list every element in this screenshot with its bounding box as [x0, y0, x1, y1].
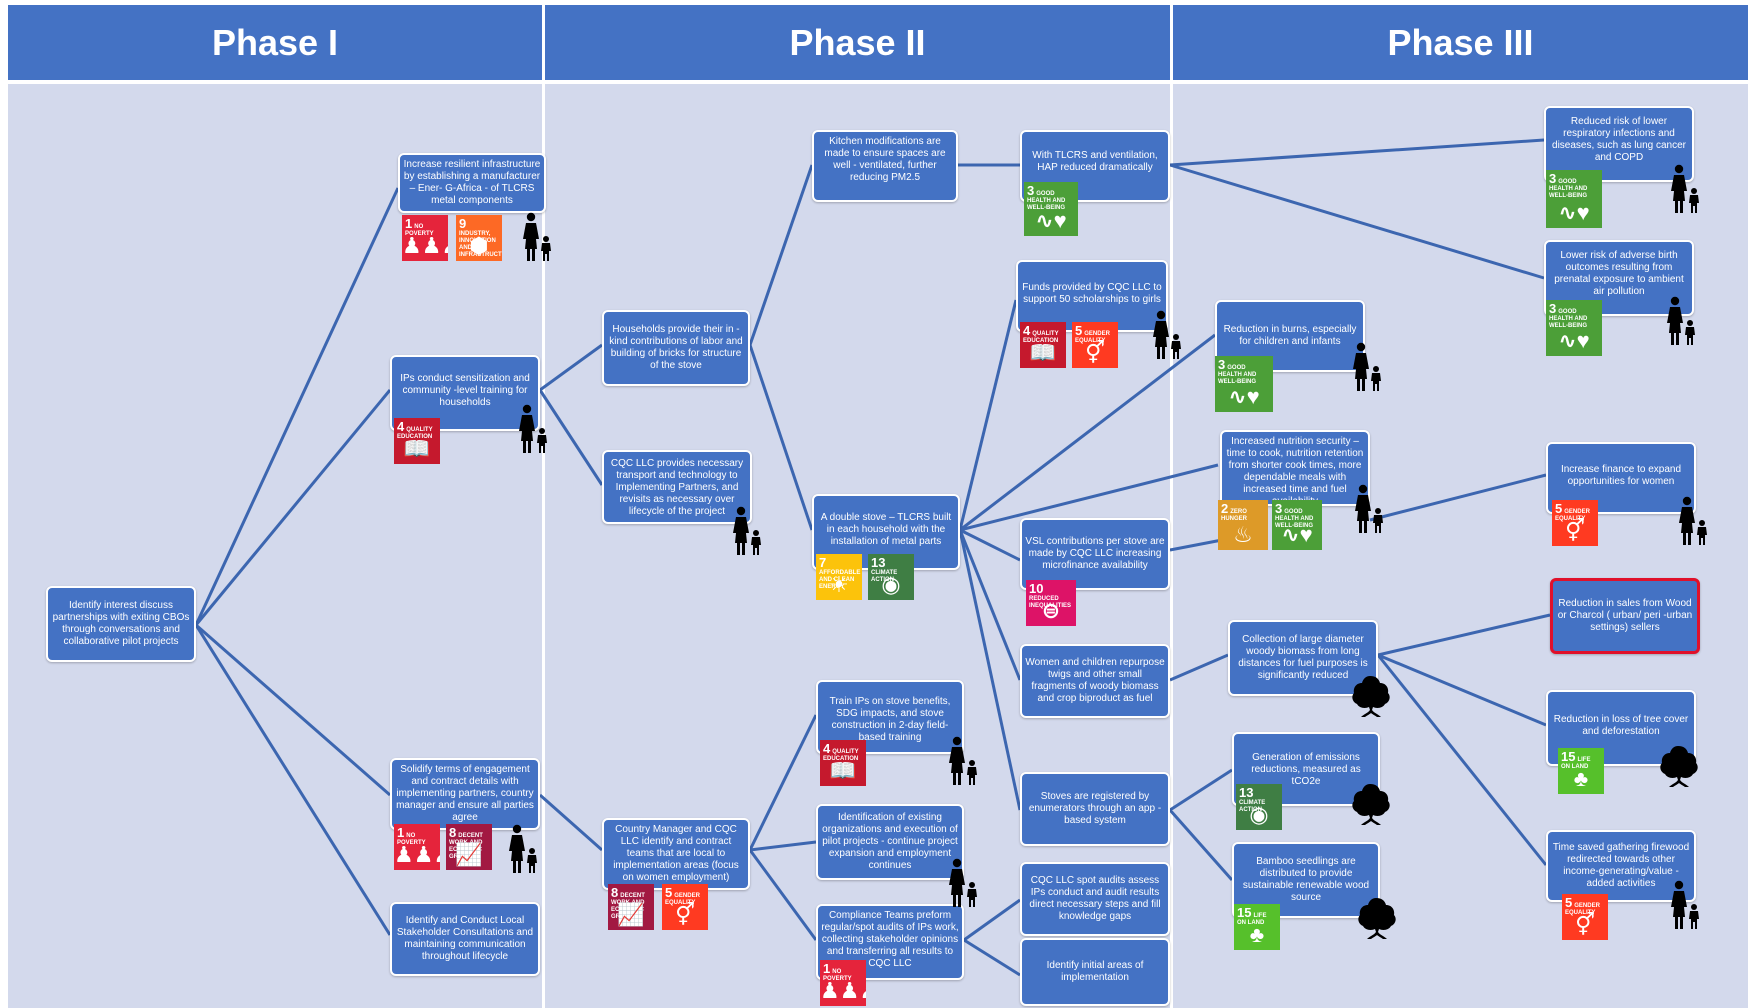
node-cqc-spot-audits: CQC LLC spot audits assess IPs conduct a…	[1020, 862, 1170, 936]
node-collection-large-diameter: Collection of large diameter woody bioma…	[1228, 620, 1378, 696]
sdg-7-icon: 7AFFORDABLE AND CLEAN ENERGY☀	[816, 554, 862, 600]
mother-child-icon	[1350, 342, 1384, 392]
mother-child-icon	[1352, 484, 1386, 534]
sdg-1-icon: 1NO POVERTY♟♟♟	[394, 824, 440, 870]
phase-3-header: Phase III	[1173, 5, 1748, 80]
node-compliance-teams: Compliance Teams preform regular/spot au…	[816, 904, 964, 980]
phase-1-header: Phase I	[8, 5, 542, 80]
phase-2-header: Phase II	[545, 5, 1170, 80]
mother-child-icon	[1664, 296, 1698, 346]
node-households-provide: Households provide their in -kind contri…	[602, 310, 750, 386]
node-cqc-provides-transport: CQC LLC provides necessary transport and…	[602, 450, 752, 524]
node-country-manager: Country Manager and CQC LLC identify and…	[602, 818, 750, 890]
tree-icon	[1348, 780, 1392, 828]
tree-icon	[1348, 672, 1392, 720]
mother-child-icon	[730, 506, 764, 556]
node-lower-risk-birth-outcomes: Lower risk of adverse birth outcomes res…	[1544, 240, 1694, 316]
phase-divider-1	[542, 0, 545, 1008]
node-women-children-repurpose: Women and children repurpose twigs and o…	[1020, 644, 1170, 718]
mother-child-icon	[520, 212, 554, 262]
node-solidify-terms: Solidify terms of engagement and contrac…	[390, 758, 540, 830]
node-reduction-sales-wood-charcoal: Reduction in sales from Wood or Charcol …	[1550, 578, 1700, 654]
mother-child-icon	[1668, 880, 1702, 930]
node-increase-finance-women: Increase finance to expand opportunities…	[1546, 442, 1696, 514]
node-identification-existing: Identification of existing organizations…	[816, 804, 964, 880]
mother-child-icon	[516, 404, 550, 454]
mother-child-icon	[946, 858, 980, 908]
tree-icon	[1354, 894, 1398, 942]
sdg-10-icon: 10REDUCED INEQUALITIES⊜	[1026, 580, 1076, 626]
node-identify-initial-areas: Identify initial areas of implementation	[1020, 938, 1170, 1006]
phase-divider-2	[1170, 0, 1173, 1008]
node-time-saved-firewood: Time saved gathering firewood redirected…	[1546, 830, 1696, 902]
node-kitchen-modifications: Kitchen modifications are made to ensure…	[812, 130, 958, 202]
node-reduced-risk-lower-respiratory: Reduced risk of lower respiratory infect…	[1544, 106, 1694, 182]
node-increased-nutrition: Increased nutrition security – time to c…	[1220, 430, 1370, 507]
mother-child-icon	[1150, 310, 1184, 360]
sdg-1-icon: 1NO POVERTY♟♟♟	[820, 960, 866, 1006]
mother-child-icon	[1676, 496, 1710, 546]
node-stoves-registered: Stoves are registered by enumerators thr…	[1020, 772, 1170, 846]
mother-child-icon	[1668, 164, 1702, 214]
sdg-13-icon: 13CLIMATE ACTION◉	[868, 554, 914, 600]
mother-child-icon	[946, 736, 980, 786]
sdg-13-icon: 13CLIMATE ACTION◉	[1236, 784, 1282, 830]
node-reduction-burns: Reduction in burns, especially for child…	[1215, 300, 1365, 372]
tree-icon	[1656, 742, 1700, 790]
sdg-1-icon: 1NO POVERTY♟♟♟	[402, 215, 448, 261]
node-generation-emissions: Generation of emissions reductions, meas…	[1232, 732, 1380, 806]
node-identify-conduct-consultations: Identify and Conduct Local Stakeholder C…	[390, 902, 540, 976]
node-increase-resilient-infrastructure: Increase resilient infrastructure by est…	[398, 153, 546, 213]
sdg-9-icon: 9INDUSTRY, INNOVATION AND INFRASTRUCTURE…	[456, 215, 502, 261]
node-identify-interest: Identify interest discuss partnerships w…	[46, 586, 196, 662]
mother-child-icon	[506, 824, 540, 874]
node-vsl-contributions: VSL contributions per stove are made by …	[1020, 518, 1170, 590]
